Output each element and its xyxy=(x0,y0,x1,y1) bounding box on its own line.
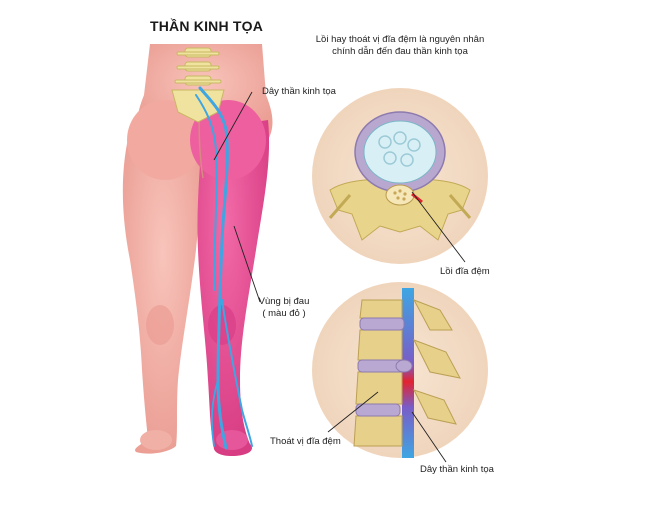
left-leg xyxy=(122,120,203,454)
label-herniated-disc: Thoát vị đĩa đệm xyxy=(270,436,341,447)
label-pain-zone-line1: Vùng bị đau xyxy=(258,296,310,307)
herniated-disc-inset xyxy=(312,282,488,458)
label-sciatic-nerve-bottom: Dây thần kinh tọa xyxy=(420,464,494,475)
label-pain-zone: Vùng bị đau ( màu đỏ ) xyxy=(248,296,320,320)
label-cause-line1: Lồi hay thoát vị đĩa đệm là nguyên nhân xyxy=(315,34,485,45)
lumbar-spine xyxy=(171,47,225,123)
label-bulging-disc: Lồi đĩa đệm xyxy=(440,266,490,277)
label-cause: Lồi hay thoát vị đĩa đệm là nguyên nhân … xyxy=(315,34,485,58)
label-pain-zone-line2: ( màu đỏ ) xyxy=(262,308,306,319)
left-buttock xyxy=(127,100,203,180)
sciatic-nerve xyxy=(195,86,253,450)
page-title: THẦN KINH TỌA xyxy=(150,18,264,34)
label-sciatic-nerve-top: Dây thần kinh tọa xyxy=(262,86,336,97)
label-cause-line2: chính dẫn đến đau thần kinh tọa xyxy=(332,46,468,57)
leader-lines xyxy=(213,91,466,463)
body-figure xyxy=(122,44,273,456)
bulging-disc-inset xyxy=(312,88,488,264)
